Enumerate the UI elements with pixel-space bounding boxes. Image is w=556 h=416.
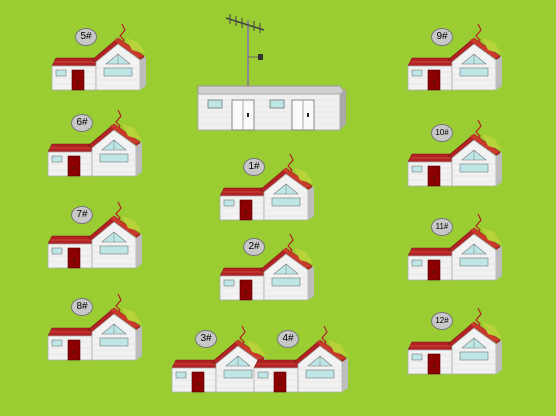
- house-label: 3#: [195, 330, 217, 348]
- house: 2#: [216, 226, 316, 316]
- house-label: 10#: [431, 124, 453, 142]
- house-label: 5#: [75, 28, 97, 46]
- house: 6#: [44, 102, 144, 192]
- house: 4#: [250, 318, 350, 408]
- house-label: 8#: [71, 298, 93, 316]
- house-label: 6#: [71, 114, 93, 132]
- house-label: 7#: [71, 206, 93, 224]
- house: 5#: [48, 16, 148, 106]
- house-label: 11#: [431, 218, 453, 236]
- house: 8#: [44, 286, 144, 376]
- house: 3#: [168, 318, 268, 408]
- house: 7#: [44, 194, 144, 284]
- house-label: 9#: [431, 28, 453, 46]
- house-label: 1#: [243, 158, 265, 176]
- house-label: 4#: [277, 330, 299, 348]
- house: 1#: [216, 146, 316, 236]
- house-label: 2#: [243, 238, 265, 256]
- house-label: 12#: [431, 312, 453, 330]
- house: 10#: [404, 112, 504, 202]
- central-station: [192, 12, 352, 134]
- house: 12#: [404, 300, 504, 390]
- house: 11#: [404, 206, 504, 296]
- house: 9#: [404, 16, 504, 106]
